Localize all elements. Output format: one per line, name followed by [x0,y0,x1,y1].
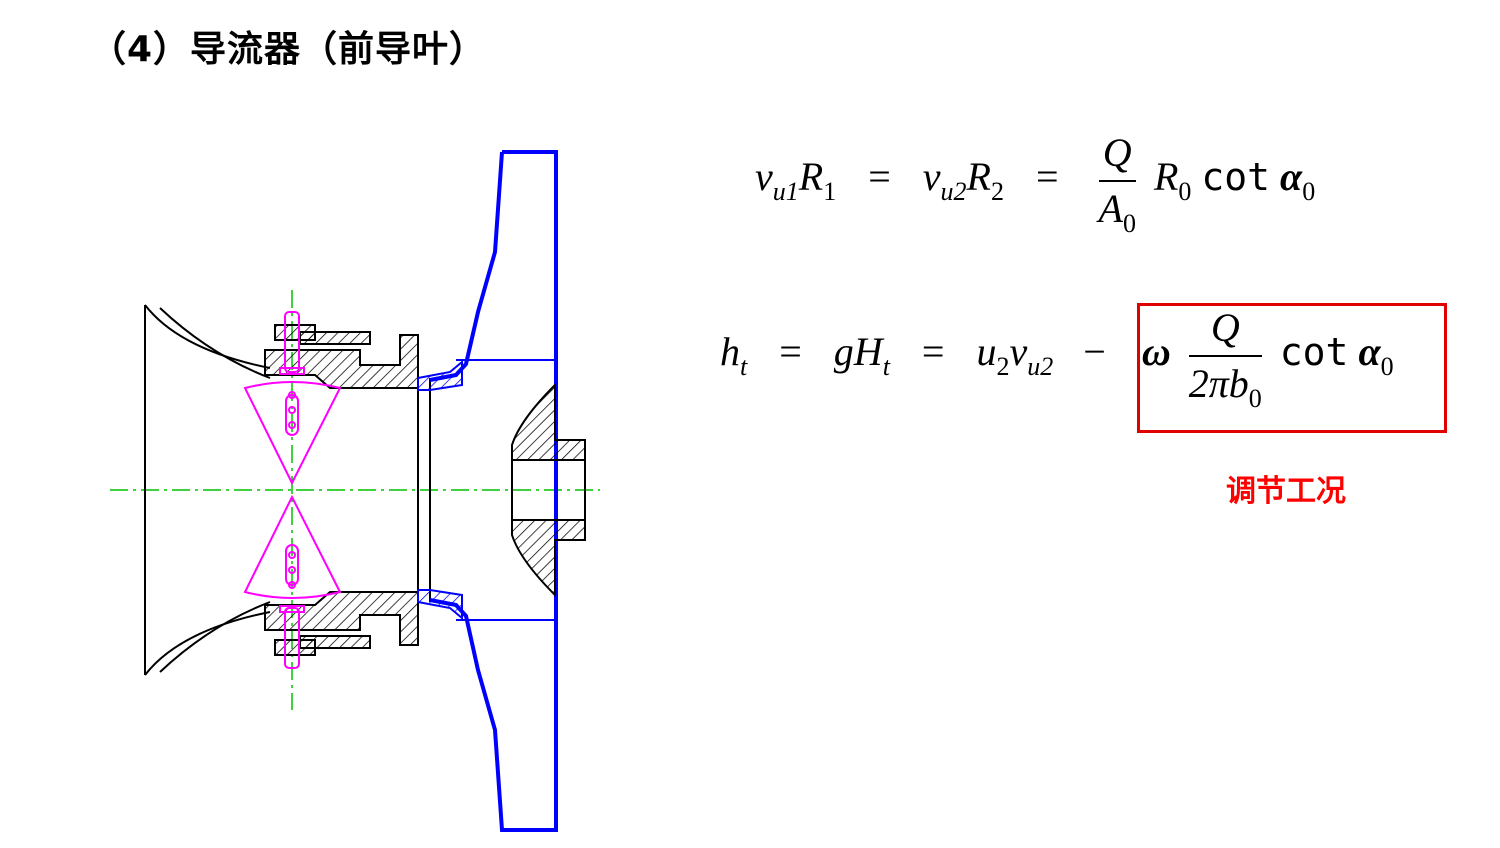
impeller-hub [511,382,586,598]
guide-vane-blades [243,381,342,599]
casing-lines [417,378,431,602]
note-label: 调节工况 [1226,474,1346,509]
fraction-q-2pib0: Q 2πb0 [1188,305,1262,413]
page-title: （4）导流器（前导叶） [90,29,487,70]
highlight-box [1137,303,1447,433]
guide-vane-diagram [110,150,600,832]
top-housing [264,324,419,389]
impeller [429,150,558,832]
guide-vane-shafts [279,311,305,669]
impeller-shroud-hatch [417,359,463,621]
bottom-housing [264,591,419,656]
fraction-q-a0: Q A0 [1098,130,1136,238]
inlet-bellmouth [144,304,271,676]
equation-1: vu1R1 = vu2R2 = Q A0 R0 cot α0 [755,130,1316,238]
impeller-inner [456,359,556,621]
equation-2: ht = gHt = u2vu2 − ω Q 2πb0 cot α0 [720,305,1394,413]
